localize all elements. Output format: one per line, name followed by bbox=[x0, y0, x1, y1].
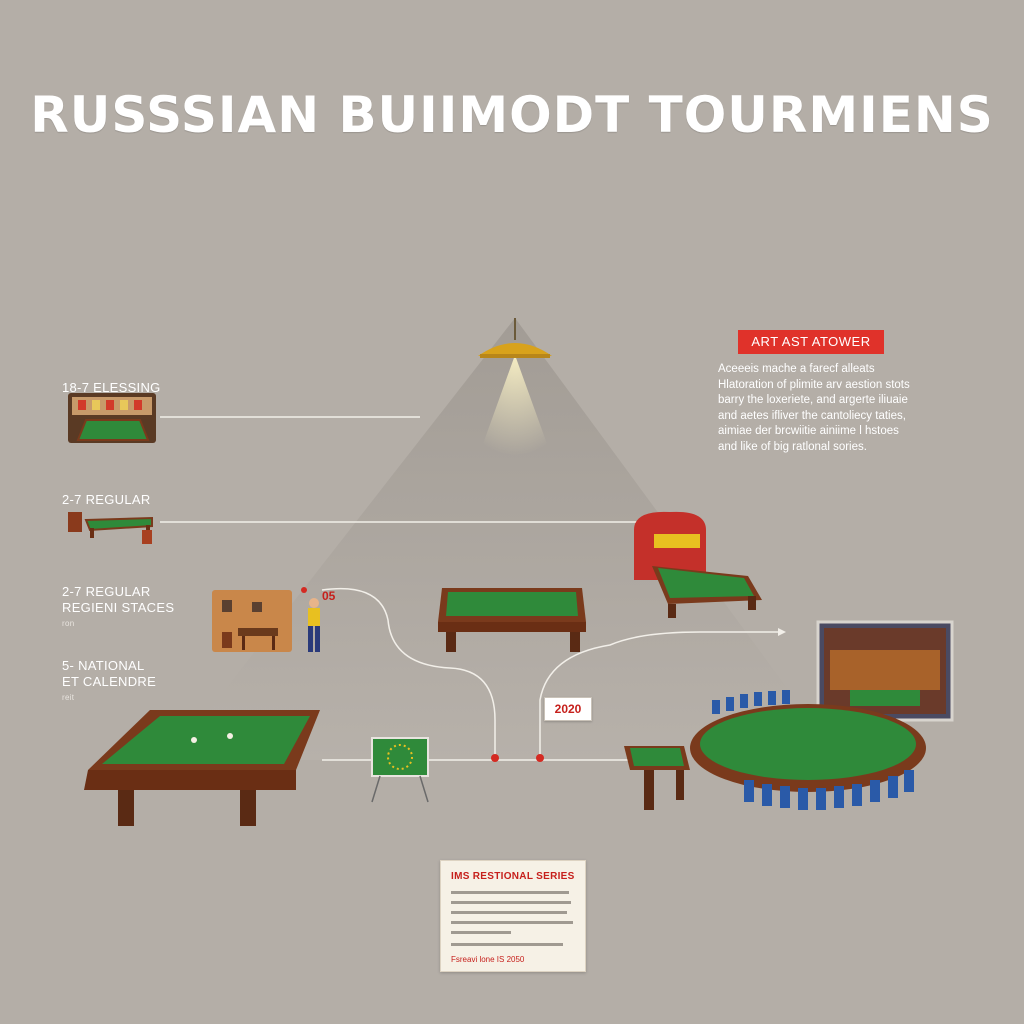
card-text-line bbox=[451, 931, 511, 934]
page-title: RUSSSIAN BUIIMODT TOURMIENS bbox=[30, 86, 994, 144]
callout-description: Aceeeis mache a farecf alleats Hlatorati… bbox=[718, 362, 958, 455]
referee-figure bbox=[308, 598, 320, 652]
regional-room-thumbnail bbox=[212, 590, 292, 652]
tier-2-label-text: 2-7 REGULAR bbox=[62, 492, 151, 507]
callout-line: Hlatoration of plimite arv aestion stots bbox=[718, 378, 910, 391]
tier-4-label-line1: 5- NATIONAL bbox=[62, 658, 145, 673]
regional-table bbox=[438, 588, 586, 652]
card-text-line bbox=[451, 901, 571, 904]
flow-node-1 bbox=[491, 754, 499, 762]
billiard-room-thumbnail bbox=[68, 393, 156, 443]
regional-booth-table bbox=[634, 511, 762, 618]
flow-node-3 bbox=[301, 587, 307, 593]
card-title: IMS RESTIONAL SERIES bbox=[451, 871, 575, 882]
national-arena bbox=[690, 620, 954, 810]
card-footer: Fsreavi lone IS 2050 bbox=[451, 955, 525, 964]
easel-board bbox=[371, 737, 429, 803]
callout-banner: ART AST ATOWER bbox=[738, 330, 884, 354]
tier-3-label-line1: 2-7 REGULAR bbox=[62, 584, 151, 599]
card-text-line bbox=[451, 921, 573, 924]
callout-line: Aceeeis mache a farecf alleats bbox=[718, 363, 875, 375]
pyramid bbox=[170, 318, 840, 760]
card-text-line bbox=[451, 911, 567, 914]
flow-node-2 bbox=[536, 754, 544, 762]
tier-3-sub: ron bbox=[62, 619, 75, 628]
flow-path-2 bbox=[539, 631, 782, 757]
side-table bbox=[624, 746, 690, 810]
tier-4-sub: reit bbox=[62, 693, 75, 702]
step-marker: 05 bbox=[322, 589, 336, 603]
tier-3-label-line2: REGIENI STACES bbox=[62, 600, 175, 615]
tier-2-label: 2-7 REGULAR bbox=[62, 492, 151, 508]
callout-line: aimiae der brcwiitie ainiime l hstoes bbox=[718, 425, 899, 437]
tier-4-label: 5- NATIONAL ET CALENDRE reit bbox=[62, 658, 156, 706]
tier-1-label-text: 18-7 ELESSING bbox=[62, 380, 161, 395]
regional-series-card: IMS RESTIONAL SERIES Fsreavi lone IS 205… bbox=[440, 860, 586, 972]
tier-3-label: 2-7 REGULAR REGIENI STACES ron bbox=[62, 584, 174, 632]
regular-table-small bbox=[68, 512, 153, 544]
tier-4-label-line2: ET CALENDRE bbox=[62, 674, 157, 689]
callout-line: and like of big ratlonal sories. bbox=[718, 440, 867, 453]
ceiling-lamp-icon bbox=[478, 318, 552, 358]
tier-1-label: 18-7 ELESSING bbox=[62, 380, 161, 396]
arrow-head-icon bbox=[778, 628, 786, 636]
card-text-line bbox=[451, 943, 563, 946]
card-text-line bbox=[451, 891, 569, 894]
callout-line: and aetes ifliver the cantoliecy taties, bbox=[718, 409, 906, 422]
lamp-glow bbox=[470, 355, 560, 480]
year-tag: 2020 bbox=[544, 697, 592, 721]
national-table-large bbox=[84, 710, 320, 826]
callout-line: barry the loxeriete, and argerte iliuaie bbox=[718, 394, 908, 406]
flow-path-1 bbox=[321, 587, 496, 757]
